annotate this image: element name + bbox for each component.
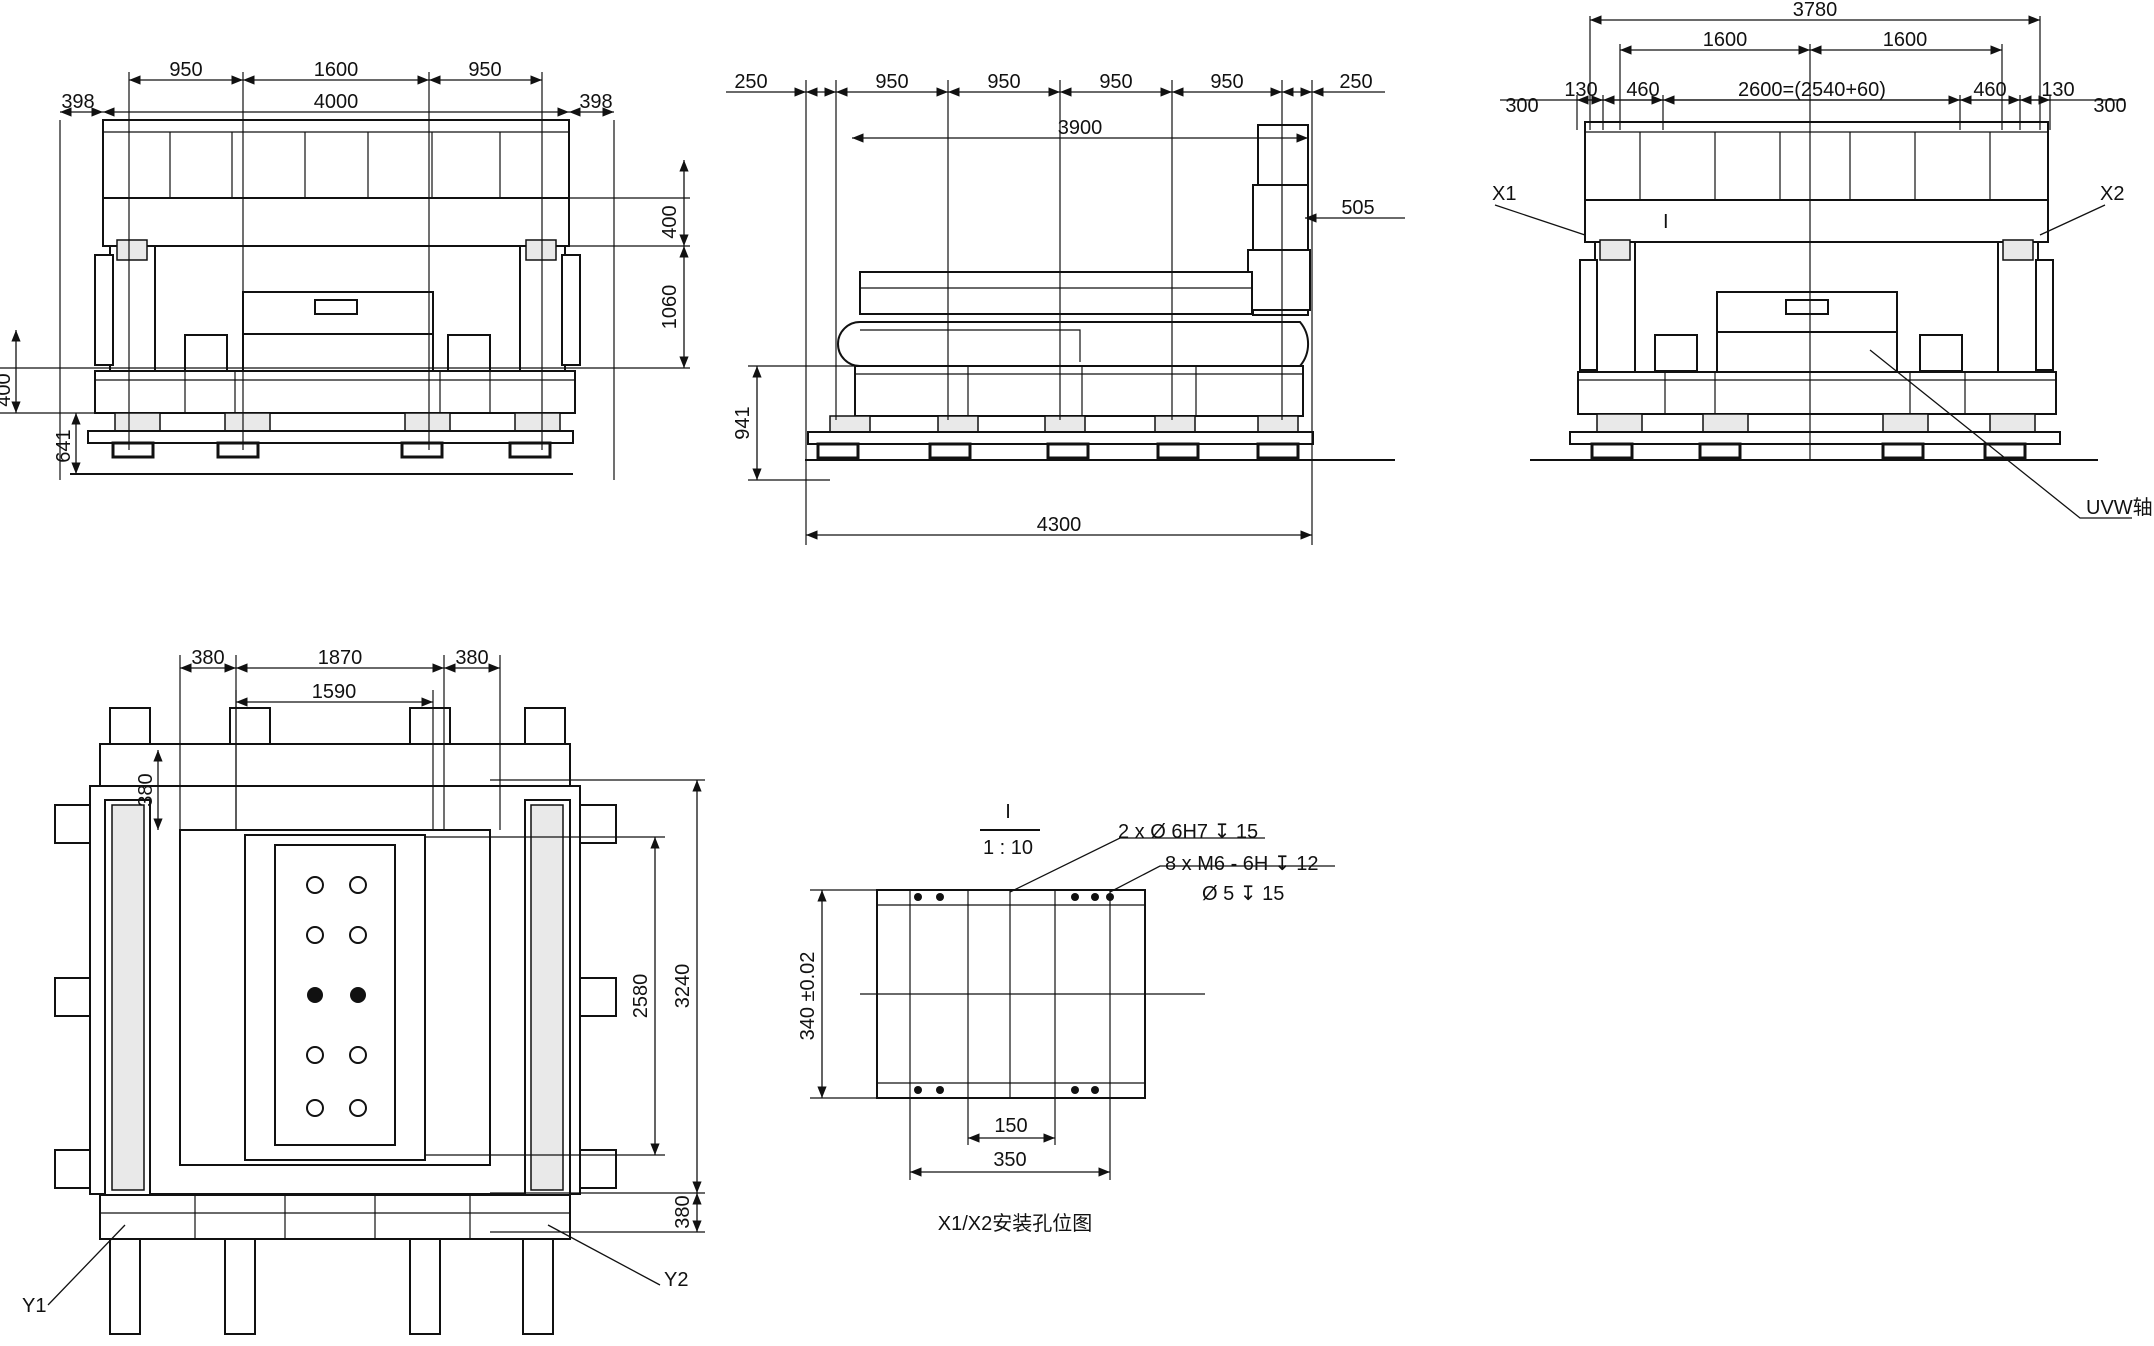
side-dim-side: 505: [1341, 197, 1374, 219]
detail-dim-height: 340 ±0.02: [797, 952, 819, 1041]
top-dim-1: 380: [191, 647, 224, 669]
front-dim-top-1: 950: [169, 59, 202, 81]
rear-label-uvw: UVW轴: [2086, 496, 2153, 519]
top-label-y1: Y1: [22, 1295, 46, 1317]
front-dim-left-v2: 641: [53, 429, 75, 462]
front-dim-right-v1: 400: [659, 205, 681, 238]
front-dim-overall: 4000: [314, 91, 359, 113]
detail-dim-inner: 150: [994, 1115, 1027, 1137]
rear-dim-row-1: 300: [1505, 95, 1538, 117]
rear-dim-row-3: 460: [1626, 79, 1659, 101]
top-dim-2: 1870: [318, 647, 363, 669]
rear-view: 3780 1600 1600 300 130 460 2600=(2540+60…: [1492, 0, 2153, 519]
rear-label-x1: X1: [1492, 183, 1516, 205]
top-view: 380 1870 380 1590 380 2580 3240 380 Y1 Y…: [22, 647, 705, 1335]
front-dim-top-2: 1600: [314, 59, 359, 81]
front-dim-right-v2: 1060: [659, 285, 681, 330]
detail-name: I: [1005, 801, 1011, 823]
front-view: 950 1600 950 4000 398 398 400 1060 400 6…: [0, 59, 690, 480]
side-dim-inner: 3900: [1058, 117, 1103, 139]
side-dim-height: 941: [732, 406, 754, 439]
rear-dim-row-4: 2600=(2540+60): [1738, 79, 1886, 101]
side-dim-top-2: 950: [875, 71, 908, 93]
top-dim-v-inner: 2580: [630, 974, 652, 1019]
side-dim-overall: 4300: [1037, 514, 1082, 536]
detail-dim-outer: 350: [993, 1149, 1026, 1171]
top-dim-small: 380: [135, 773, 157, 806]
side-dim-top-1: 250: [734, 71, 767, 93]
side-dim-top-4: 950: [1099, 71, 1132, 93]
front-dim-top-3: 950: [468, 59, 501, 81]
side-dim-top-5: 950: [1210, 71, 1243, 93]
side-view: 250 950 950 950 950 250 3900 505 941 430…: [726, 71, 1405, 545]
rear-dim-second-2: 1600: [1883, 29, 1928, 51]
side-dim-top-3: 950: [987, 71, 1020, 93]
rear-label-detail-mark: I: [1663, 211, 1669, 233]
side-dim-top-6: 250: [1339, 71, 1372, 93]
detail-scale: 1 : 10: [983, 837, 1033, 859]
detail-caption: X1/X2安装孔位图: [938, 1212, 1092, 1235]
rear-dim-row-7: 300: [2093, 95, 2126, 117]
top-dim-3: 380: [455, 647, 488, 669]
detail-note-1: 2 x Ø 6H7 ↧ 15: [1118, 821, 1258, 843]
rear-label-x2: X2: [2100, 183, 2124, 205]
detail-view: I 1 : 10 2 x Ø 6H7 ↧ 15 8 x M6 - 6H ↧ 12…: [797, 801, 1335, 1235]
top-dim-inner: 1590: [312, 681, 357, 703]
rear-dim-row-2: 130: [1564, 79, 1597, 101]
top-dim-v-outer: 3240: [672, 964, 694, 1009]
rear-dim-row-5: 460: [1973, 79, 2006, 101]
front-dim-right-offset: 398: [579, 91, 612, 113]
detail-note-2: 8 x M6 - 6H ↧ 12: [1165, 853, 1318, 875]
rear-dim-row-6: 130: [2041, 79, 2074, 101]
top-label-y2: Y2: [664, 1269, 688, 1291]
front-dim-left-v1: 400: [0, 373, 15, 406]
top-dim-v-bottom: 380: [672, 1195, 694, 1228]
front-dim-left-offset: 398: [61, 91, 94, 113]
rear-dim-overall: 3780: [1793, 0, 1838, 21]
detail-note-3: Ø 5 ↧ 15: [1202, 883, 1284, 905]
rear-dim-second-1: 1600: [1703, 29, 1748, 51]
